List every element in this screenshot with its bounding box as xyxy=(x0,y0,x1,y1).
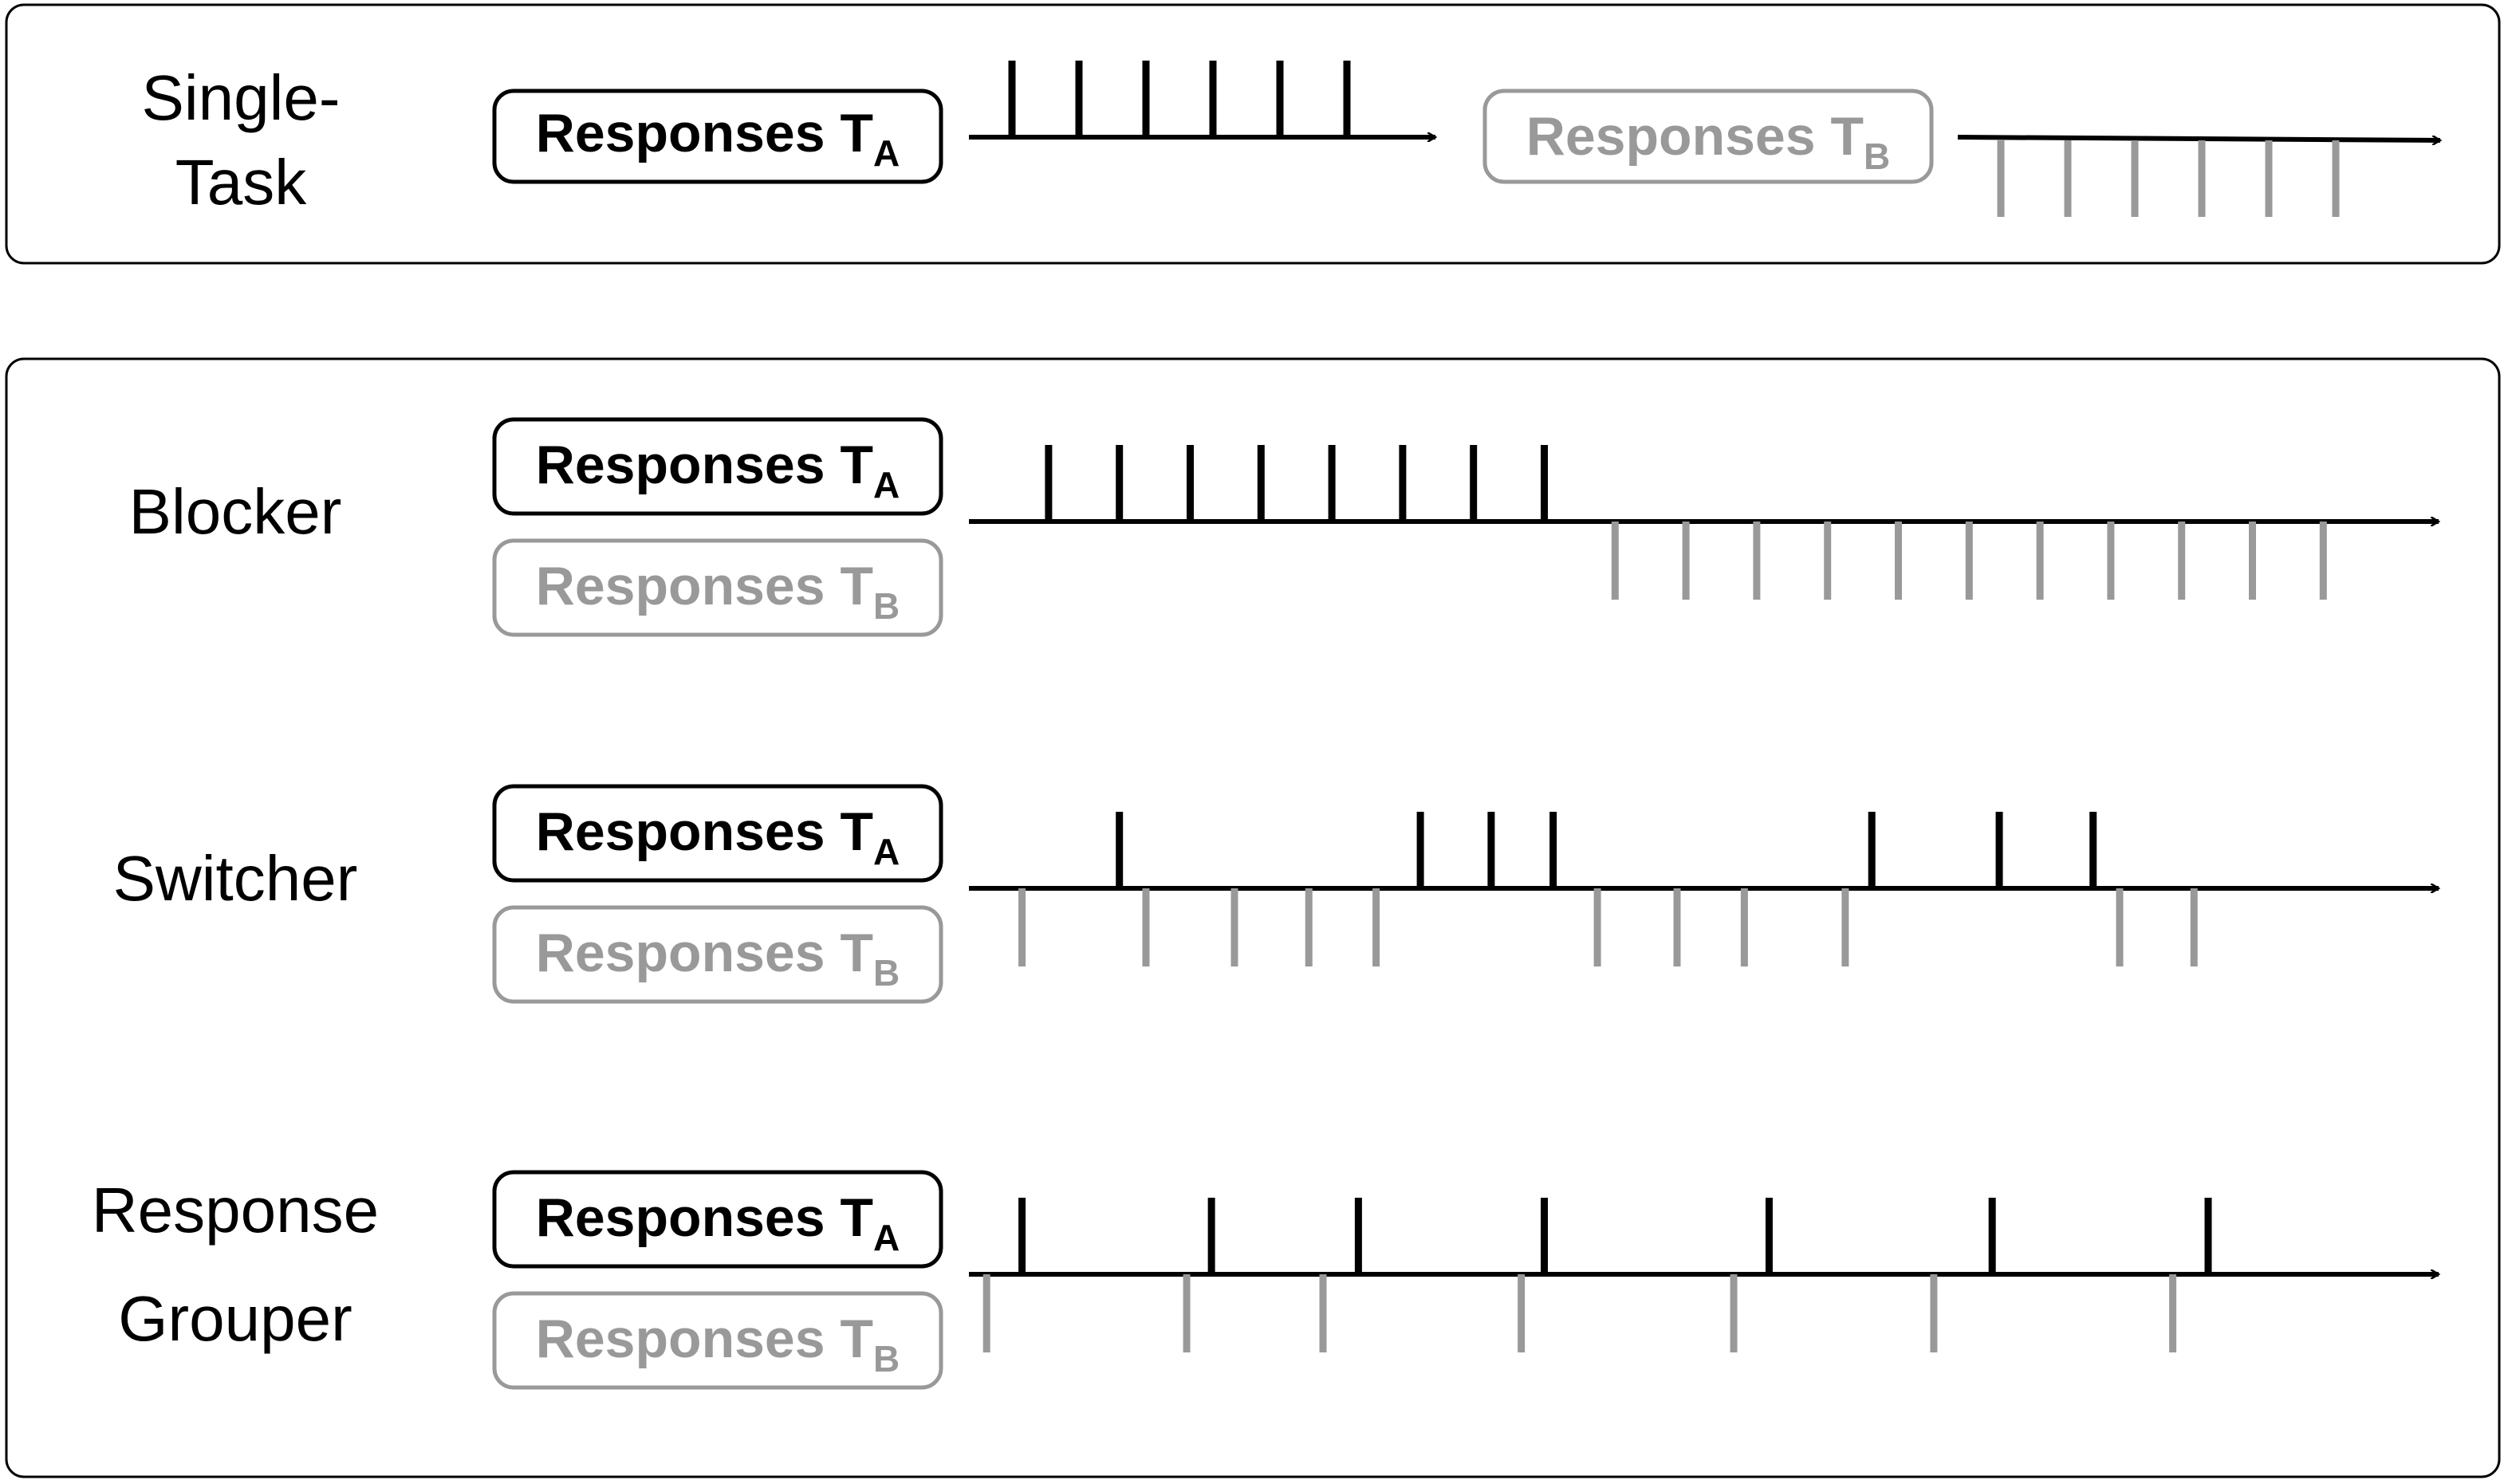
task-a-box-response-grouper-subscript: A xyxy=(873,1217,900,1258)
single-task-b-box: Responses TB xyxy=(1482,89,1934,184)
task-b-box-response-grouper-label: Responses TB xyxy=(536,1309,900,1380)
single-task-panel: Single- Task Responses TA Responses TB xyxy=(5,3,2501,265)
task-a-box-response-grouper-label: Responses TA xyxy=(536,1187,900,1258)
single-task-label-line-2: Task xyxy=(175,147,307,218)
strategy-label-response-grouper-1: Response xyxy=(92,1175,379,1246)
single-task-b-ticks xyxy=(1997,140,2340,217)
strategy-label-blocker-1: Blocker xyxy=(129,476,342,547)
task-a-box-switcher-frame xyxy=(492,784,943,883)
task-b-box-response-grouper-main: Responses T xyxy=(536,1309,873,1369)
task-b-box-switcher-subscript: B xyxy=(873,952,900,994)
task-b-box-blocker-main: Responses T xyxy=(536,556,873,616)
task-b-box-switcher: Responses TB xyxy=(492,905,943,1004)
single-task-a-box: Responses TA xyxy=(492,89,943,184)
task-b-box-response-grouper: Responses TB xyxy=(492,1291,943,1390)
task-a-box-blocker: Responses TA xyxy=(492,417,943,516)
task-b-box-frame xyxy=(1482,89,1934,184)
task-b-main: Responses T xyxy=(1526,106,1864,167)
task-a-box-blocker-main: Responses T xyxy=(536,435,873,495)
task-b-subscript: B xyxy=(1864,136,1890,177)
task-b-box-switcher-main: Responses T xyxy=(536,923,873,983)
task-a-box-switcher: Responses TA xyxy=(492,784,943,883)
task-a-box-switcher-main: Responses T xyxy=(536,801,873,862)
task-a-box-blocker-label: Responses TA xyxy=(536,435,900,506)
task-b-box-blocker: Responses TB xyxy=(492,538,943,637)
task-a-main: Responses T xyxy=(536,103,873,163)
single-task-label-line-1: Single- xyxy=(141,62,340,133)
task-b-box-label: Responses TB xyxy=(1526,106,1890,177)
task-b-box-switcher-label: Responses TB xyxy=(536,923,900,994)
single-task-b-timeline xyxy=(1957,135,2440,140)
task-b-box-response-grouper-frame xyxy=(492,1291,943,1390)
dual-task-panel-frame xyxy=(5,357,2501,1478)
task-a-box-blocker-subscript: A xyxy=(873,464,900,506)
task-b-box-switcher-frame xyxy=(492,905,943,1004)
task-a-subscript: A xyxy=(873,132,900,174)
task-a-box-response-grouper-main: Responses T xyxy=(536,1187,873,1248)
task-a-box-switcher-label: Responses TA xyxy=(536,801,900,872)
strategy-label-response-grouper-2: Grouper xyxy=(118,1283,352,1354)
strategy-label-switcher-1: Switcher xyxy=(113,843,358,914)
task-a-box-response-grouper-frame xyxy=(492,1170,943,1269)
task-b-box-blocker-frame xyxy=(492,538,943,637)
task-b-box-blocker-label: Responses TB xyxy=(536,556,900,627)
task-a-box-response-grouper: Responses TA xyxy=(492,1170,943,1269)
task-a-box-switcher-subscript: A xyxy=(873,831,900,872)
task-a-box-label: Responses TA xyxy=(536,103,900,174)
task-b-box-blocker-subscript: B xyxy=(873,585,900,627)
task-a-box-blocker-frame xyxy=(492,417,943,516)
single-task-panel-frame xyxy=(5,3,2501,265)
single-task-a-ticks xyxy=(1008,61,1351,137)
task-a-box-frame xyxy=(492,89,943,184)
task-b-box-response-grouper-subscript: B xyxy=(873,1338,900,1380)
